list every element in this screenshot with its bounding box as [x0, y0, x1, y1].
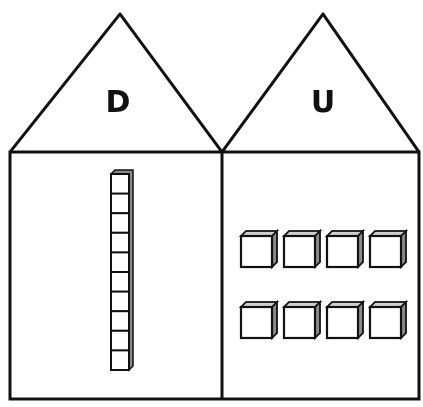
roof-tens — [10, 14, 222, 152]
tens-blocks — [111, 170, 133, 370]
tens-label: D — [106, 85, 131, 120]
unit-cube — [284, 302, 320, 338]
house-body-units — [222, 152, 419, 399]
unit-cube — [327, 231, 363, 267]
units-blocks — [241, 231, 406, 338]
rod-unit-cell — [111, 233, 129, 253]
rod-unit-cell — [111, 174, 129, 194]
rod-unit-cell — [111, 213, 129, 233]
rod-unit-cell — [111, 252, 129, 272]
rod-unit-cell — [111, 350, 129, 370]
unit-cube — [370, 302, 406, 338]
unit-cube — [284, 231, 320, 267]
rod-unit-cell — [111, 311, 129, 331]
rod-unit-cell — [111, 272, 129, 292]
rod-unit-cell — [111, 331, 129, 351]
unit-cube — [241, 231, 277, 267]
rod-unit-cell — [111, 292, 129, 312]
unit-cube — [327, 302, 363, 338]
roof-units — [222, 14, 419, 152]
units-label: U — [311, 85, 335, 120]
ten-rod — [111, 170, 133, 370]
unit-cube — [241, 302, 277, 338]
unit-cube — [370, 231, 406, 267]
rod-unit-cell — [111, 194, 129, 214]
